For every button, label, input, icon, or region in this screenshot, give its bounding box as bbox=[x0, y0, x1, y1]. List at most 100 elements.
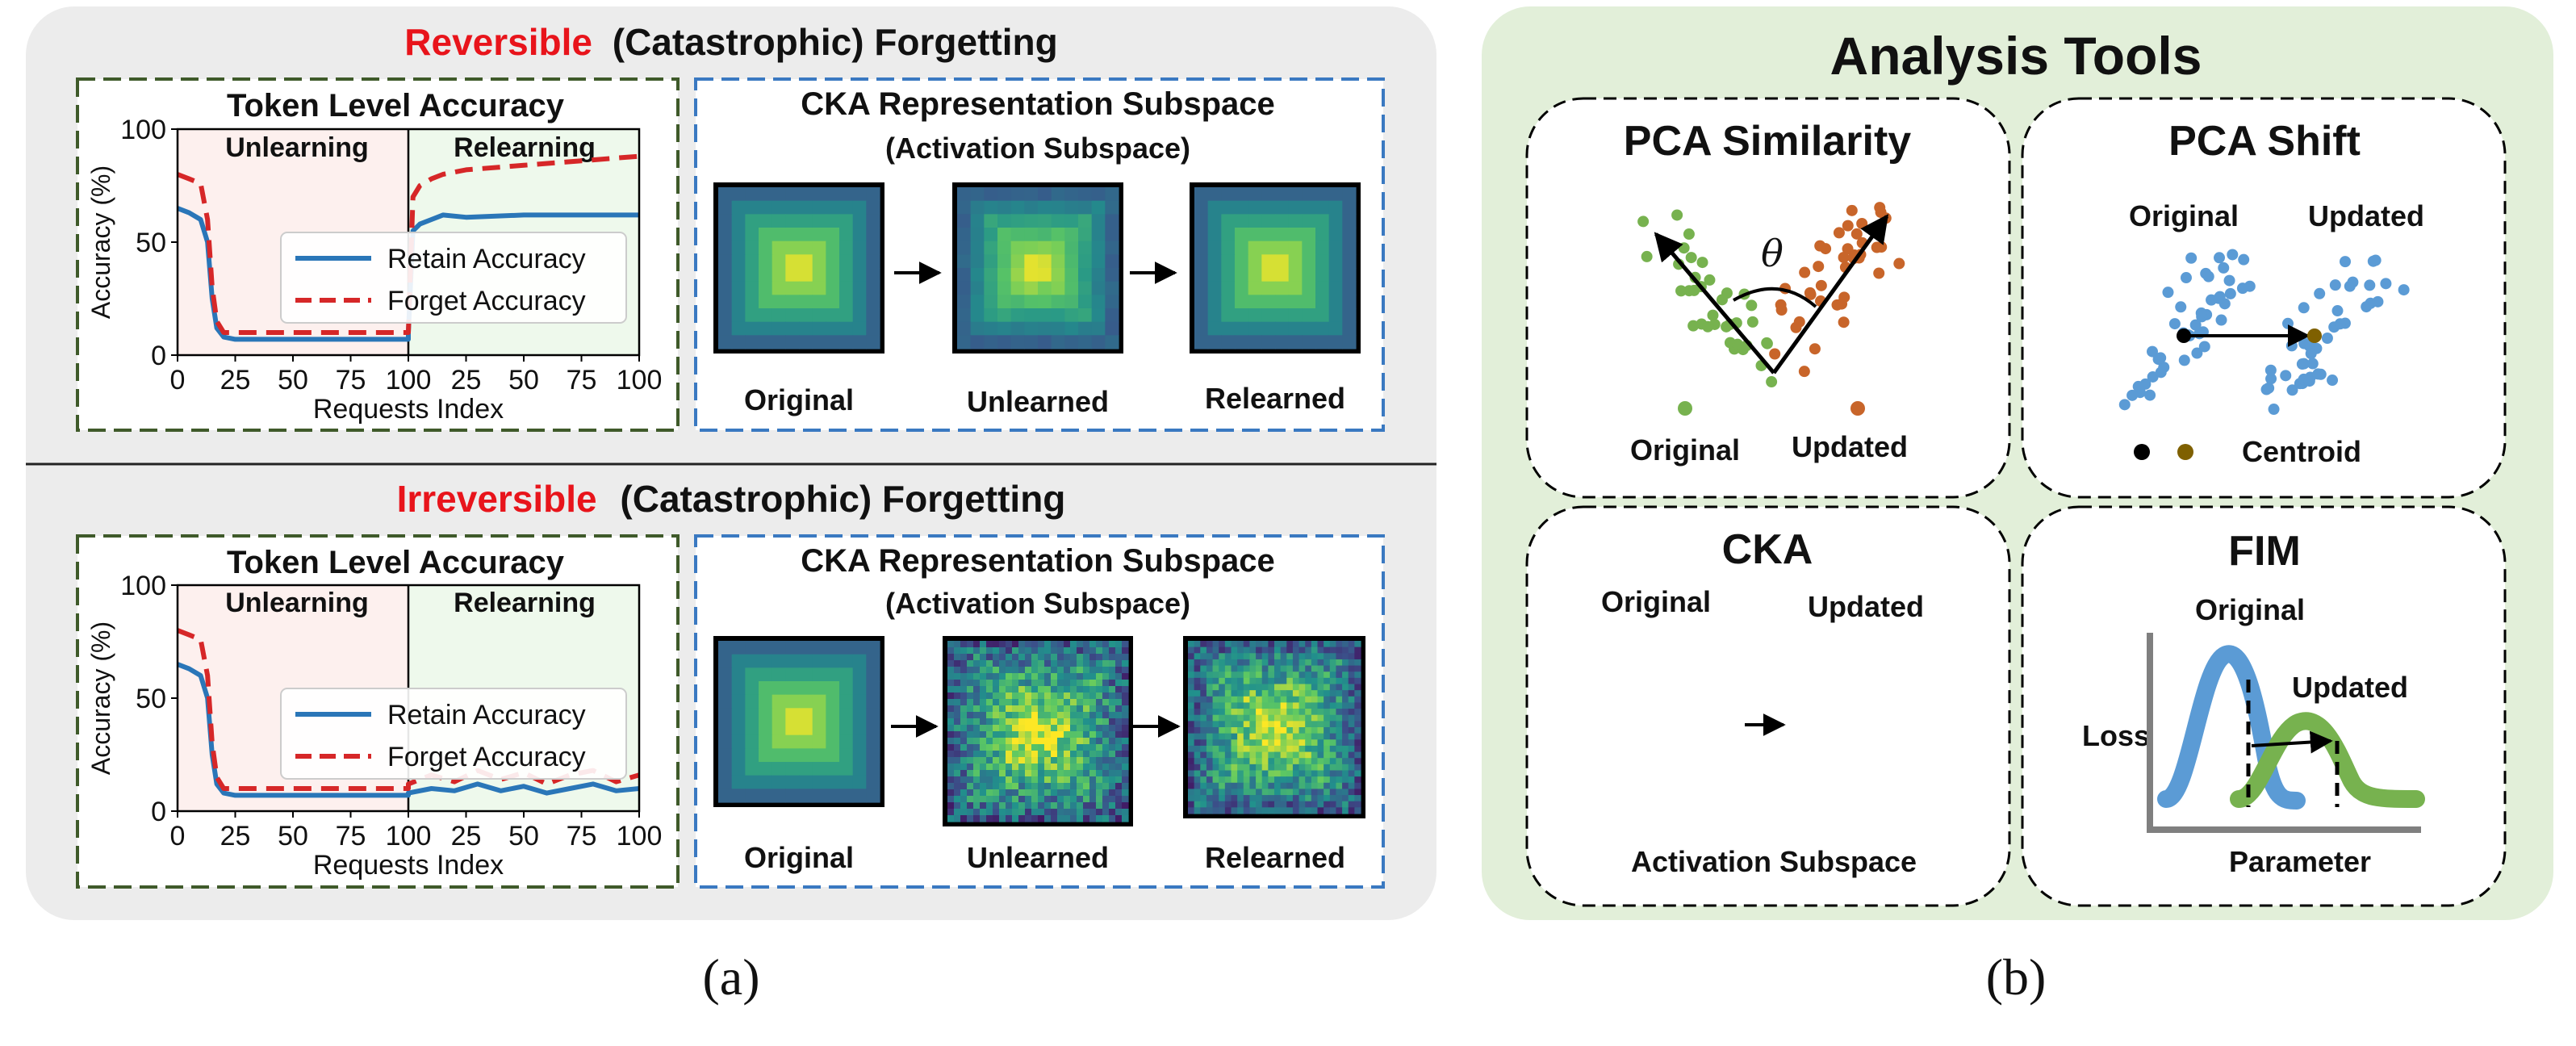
heatmap-cell bbox=[1102, 712, 1110, 719]
heatmap-cell bbox=[1231, 776, 1238, 784]
heatmap-cell bbox=[1188, 764, 1195, 772]
heatmap-cell bbox=[1231, 653, 1238, 660]
heatmap-cell bbox=[1305, 764, 1312, 772]
heatmap-cell bbox=[1235, 268, 1249, 282]
heatmap-cell bbox=[1051, 268, 1065, 282]
heatmap-cell bbox=[718, 295, 733, 309]
heatmap-cell bbox=[1348, 764, 1355, 772]
scatter-point bbox=[2180, 272, 2192, 284]
heatmap-cell bbox=[1044, 764, 1052, 771]
heatmap-cell bbox=[1292, 721, 1300, 728]
heatmap-cell bbox=[999, 776, 1006, 784]
heatmap-cell bbox=[1348, 709, 1355, 716]
heatmap-cell bbox=[986, 789, 993, 797]
heatmap-cell bbox=[1354, 696, 1361, 704]
heatmap-cell bbox=[1012, 725, 1019, 732]
heatmap-cell bbox=[1200, 745, 1207, 753]
heatmap-cell bbox=[1006, 654, 1013, 661]
heatmap-cell bbox=[1243, 745, 1251, 753]
heatmap-cell bbox=[1096, 757, 1103, 764]
heatmap-cell bbox=[1243, 801, 1251, 808]
heatmap-cell bbox=[1018, 718, 1026, 726]
heatmap-cell bbox=[1268, 702, 1275, 709]
heatmap-cell bbox=[1237, 696, 1244, 704]
heatmap-cell bbox=[1348, 696, 1355, 704]
heatmap-cell bbox=[1315, 268, 1330, 282]
heatmap-cell bbox=[759, 775, 773, 789]
heatmap-cell bbox=[1012, 802, 1019, 810]
heatmap-cell bbox=[967, 744, 974, 751]
heatmap-cell bbox=[954, 764, 961, 771]
heatmap-cell bbox=[999, 744, 1006, 751]
heatmap-cell bbox=[1025, 815, 1032, 822]
heatmap-cell bbox=[1354, 782, 1361, 790]
heatmap-cell bbox=[1243, 709, 1251, 716]
heatmap-cell bbox=[1274, 727, 1282, 734]
scatter-point-updated bbox=[1833, 227, 1845, 239]
heatmap-cell bbox=[1311, 690, 1319, 697]
heatmap-cell bbox=[980, 725, 987, 732]
heatmap-cell bbox=[993, 796, 1000, 803]
heatmap-cell bbox=[999, 783, 1006, 790]
heatmap-cell bbox=[1275, 308, 1290, 323]
heatmap-cell bbox=[1224, 646, 1232, 654]
heatmap-cell bbox=[1342, 214, 1357, 228]
heatmap-cell bbox=[980, 802, 987, 810]
heatmap-cell bbox=[1268, 690, 1275, 697]
scatter-point bbox=[2118, 399, 2131, 411]
heatmap-cell bbox=[799, 228, 813, 242]
heatmap-cell bbox=[999, 738, 1006, 745]
heatmap-cell bbox=[1206, 677, 1214, 685]
heatmap-cell bbox=[1044, 660, 1052, 667]
scatter-point bbox=[2285, 340, 2298, 352]
heatmap-cell bbox=[1280, 764, 1287, 772]
pca-shift-legend-centroid: Centroid bbox=[2242, 435, 2361, 468]
heatmap-cell bbox=[1012, 770, 1019, 777]
heatmap-cell bbox=[1348, 807, 1355, 814]
heatmap-cell bbox=[1342, 321, 1357, 336]
heatmap-cell bbox=[1102, 660, 1110, 667]
heatmap-cell bbox=[1329, 696, 1337, 704]
heatmap-cell bbox=[1200, 795, 1207, 802]
heatmap-cell bbox=[1096, 802, 1103, 810]
heatmap-cell bbox=[1122, 660, 1129, 667]
heatmap-cell bbox=[1329, 653, 1337, 660]
heatmap-cell bbox=[839, 308, 854, 323]
heatmap-cell bbox=[1292, 659, 1300, 667]
heatmap-cell bbox=[1280, 795, 1287, 802]
heatmap-cell bbox=[1044, 802, 1052, 810]
heatmap-cell bbox=[1274, 782, 1282, 790]
heatmap-cell bbox=[1077, 718, 1084, 726]
heatmap-cell bbox=[1219, 770, 1226, 777]
heatmap-cell bbox=[852, 708, 867, 722]
heatmap-cell bbox=[852, 694, 867, 709]
heatmap-cell bbox=[745, 734, 759, 749]
heatmap-cell bbox=[1024, 200, 1039, 215]
heatmap-cell bbox=[973, 770, 981, 777]
heatmap-cell bbox=[1249, 696, 1257, 704]
heatmap-cell bbox=[852, 748, 867, 763]
heatmap-cell bbox=[1298, 721, 1306, 728]
heatmap-cell bbox=[973, 647, 981, 655]
heatmap-cell bbox=[1329, 789, 1337, 796]
heatmap-cell bbox=[1064, 667, 1071, 674]
heatmap-cell bbox=[1311, 807, 1319, 814]
heatmap-cell bbox=[1288, 187, 1303, 202]
heatmap-cell bbox=[999, 770, 1006, 777]
heatmap-cell bbox=[799, 268, 813, 282]
heatmap-cell bbox=[1089, 680, 1097, 687]
heatmap-cell bbox=[772, 789, 786, 803]
heatmap-cell bbox=[731, 321, 746, 336]
heatmap-cell bbox=[745, 268, 759, 282]
scatter-point-updated bbox=[1874, 202, 1886, 214]
heatmap-cell bbox=[1311, 696, 1319, 704]
scatter-point bbox=[2238, 253, 2250, 266]
heatmap-cell bbox=[1122, 770, 1129, 777]
heatmap-cell bbox=[1261, 714, 1269, 722]
heatmap-cell bbox=[1274, 709, 1282, 716]
heatmap-cell bbox=[1298, 782, 1306, 790]
heatmap-cell bbox=[967, 660, 974, 667]
heatmap-cell bbox=[1078, 187, 1093, 202]
heatmap-cell bbox=[1115, 725, 1123, 732]
heatmap-cell bbox=[1122, 705, 1129, 713]
